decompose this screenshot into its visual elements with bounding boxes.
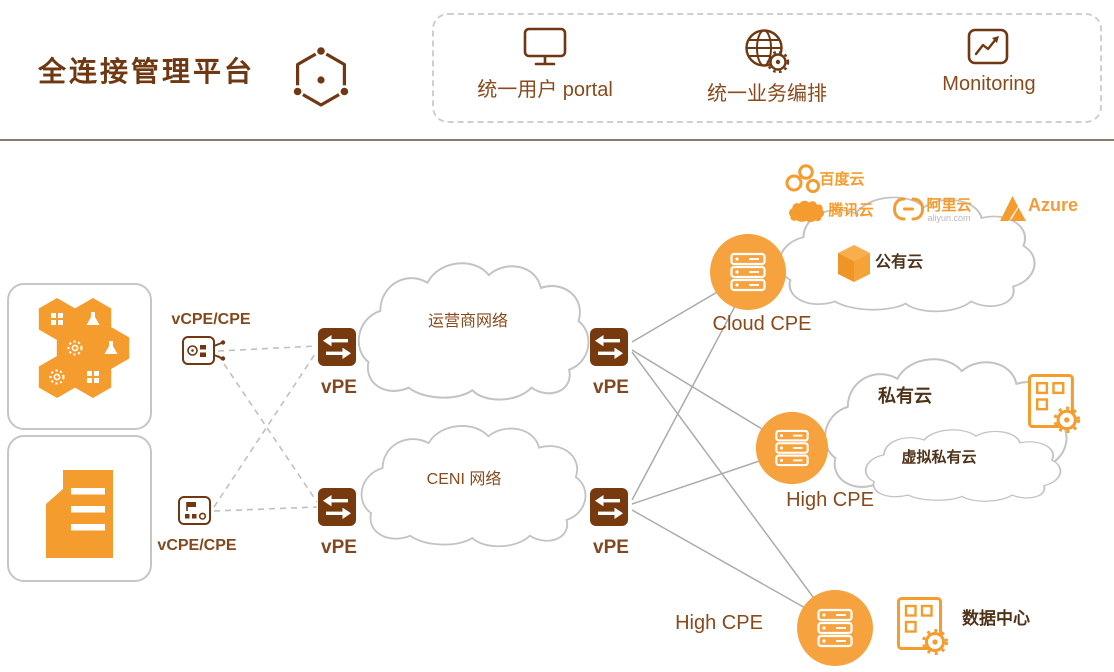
vpe-switch-right-top bbox=[590, 328, 628, 366]
vpe-right-bottom-label: vPE bbox=[593, 537, 629, 558]
vcpe-device-top-icon bbox=[182, 336, 226, 365]
vpe-left-top-label: vPE bbox=[321, 377, 357, 398]
baidu-cloud-label: 百度云 bbox=[819, 171, 865, 188]
vcpe-device-bottom-icon bbox=[178, 496, 211, 525]
page-title: 全连接管理平台 bbox=[38, 56, 256, 87]
tencent-cloud-logo-icon bbox=[789, 200, 825, 223]
aliyun-label: 阿里云 bbox=[926, 197, 972, 214]
service-monitoring: Monitoring bbox=[878, 15, 1100, 121]
datacenter-building-icon bbox=[897, 597, 948, 655]
ceni-network-label: CENI 网络 bbox=[426, 471, 502, 488]
enterprise-building-icon bbox=[46, 470, 113, 558]
vcpe-top-label: vCPE/CPE bbox=[171, 311, 251, 328]
monitoring-chart-icon bbox=[967, 28, 1009, 65]
vcpe-bottom-label: vCPE/CPE bbox=[157, 537, 237, 554]
vpe-switch-left-bottom bbox=[318, 488, 356, 526]
service-user-portal: 统一用户 portal bbox=[434, 15, 656, 121]
vpe-left-bottom-label: vPE bbox=[321, 537, 357, 558]
high-cpe-bottom-node bbox=[795, 588, 875, 668]
high-cpe-mid-label: High CPE bbox=[786, 489, 874, 511]
carrier-network-label: 运营商网络 bbox=[427, 313, 509, 330]
azure-logo-icon bbox=[1000, 196, 1026, 221]
service-label-monitoring: Monitoring bbox=[942, 73, 1036, 95]
vpe-right-top-label: vPE bbox=[593, 377, 629, 398]
virtual-private-cloud-label: 虚拟私有云 bbox=[901, 449, 977, 466]
datacenter-label: 数据中心 bbox=[962, 609, 1030, 628]
private-cloud-label: 私有云 bbox=[878, 386, 932, 406]
tencent-cloud-label: 腾讯云 bbox=[828, 202, 874, 219]
vpe-switch-right-bottom bbox=[590, 488, 628, 526]
aliyun-logo-icon bbox=[892, 197, 925, 221]
service-orchestration: 统一业务编排 bbox=[656, 15, 878, 121]
header-divider bbox=[0, 139, 1114, 141]
monitor-icon bbox=[523, 27, 567, 66]
vpe-switch-left-top bbox=[318, 328, 356, 366]
public-cloud-box-icon bbox=[838, 245, 870, 282]
azure-label: Azure bbox=[1027, 195, 1079, 215]
public-cloud-label: 公有云 bbox=[874, 254, 924, 271]
cloud-cpe-node bbox=[708, 232, 788, 312]
platform-services-panel: 统一用户 portal 统一业务编排 Monitoring bbox=[432, 13, 1102, 123]
globe-gear-icon bbox=[745, 29, 790, 73]
service-label-user-portal: 统一用户 portal bbox=[477, 79, 613, 101]
aliyun-domain-label: aliyun.com bbox=[927, 213, 971, 223]
cpe-vpe-dashed-links bbox=[213, 345, 318, 512]
platform-hexagon-logo-icon bbox=[291, 44, 351, 107]
high-cpe-mid-node bbox=[754, 410, 830, 486]
private-cloud-building-icon bbox=[1028, 373, 1081, 434]
cloud-cpe-label: Cloud CPE bbox=[712, 313, 812, 335]
baidu-cloud-logo-icon bbox=[785, 164, 821, 194]
service-label-orchestration: 统一业务编排 bbox=[707, 83, 827, 105]
high-cpe-bottom-label: High CPE bbox=[675, 612, 763, 634]
carrier-network-cloud bbox=[357, 262, 590, 401]
